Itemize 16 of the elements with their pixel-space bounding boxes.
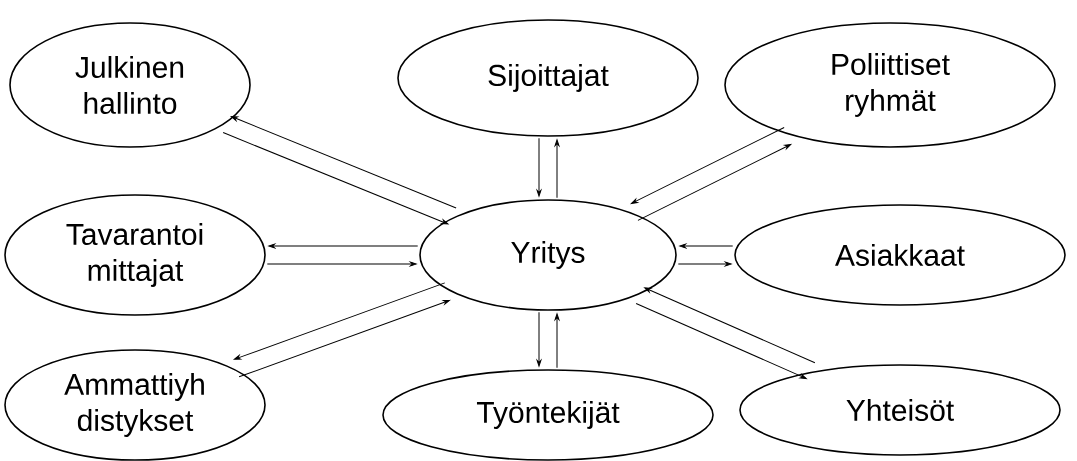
arrow bbox=[637, 143, 792, 221]
arrow bbox=[679, 243, 734, 249]
arrow bbox=[238, 299, 450, 378]
arrow bbox=[554, 139, 560, 199]
arrow bbox=[630, 127, 785, 204]
arrow bbox=[536, 137, 542, 197]
arrow bbox=[635, 303, 807, 379]
arrow bbox=[677, 261, 732, 267]
arrow bbox=[554, 313, 560, 369]
arrow bbox=[233, 282, 446, 360]
arrow bbox=[230, 116, 457, 209]
arrow bbox=[536, 311, 542, 367]
arrow bbox=[268, 243, 419, 249]
arrow bbox=[266, 261, 417, 267]
arrow bbox=[222, 132, 449, 225]
arrow bbox=[644, 287, 816, 364]
